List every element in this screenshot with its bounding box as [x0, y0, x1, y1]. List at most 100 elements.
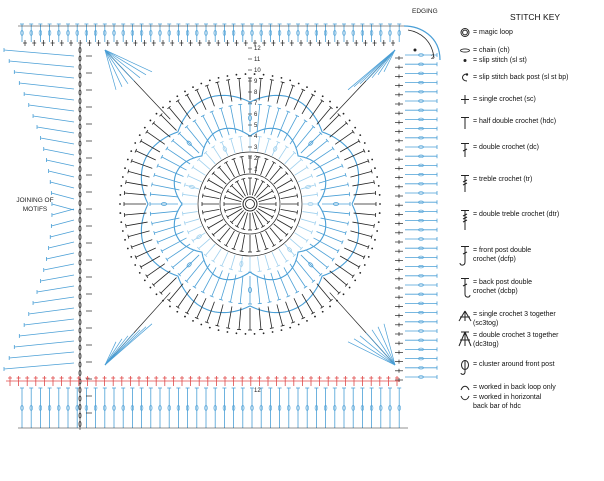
round-6-stitch [320, 217, 349, 224]
round-8-stitch-top [215, 81, 220, 84]
edging-corner: 2 [403, 25, 441, 61]
round-1-stitch [257, 208, 273, 218]
corner-fan [359, 335, 396, 366]
stitch [139, 23, 144, 42]
round-6-stitch [263, 105, 270, 134]
round-8-stitch-top [175, 99, 180, 103]
round-6-stitch-top [331, 257, 335, 262]
cluster [305, 184, 311, 189]
stitch [405, 126, 438, 131]
round-8-stitch [206, 85, 215, 107]
round-6-stitch-top [267, 301, 272, 303]
stitch [405, 80, 438, 85]
round-5-stitch-top [191, 238, 195, 243]
round-3-stitch-top [207, 178, 210, 182]
round-6-stitch-top [311, 125, 316, 129]
round-5-stitch-top [257, 270, 262, 272]
stitch [47, 387, 52, 428]
ring-dot [314, 90, 316, 93]
round-6-stitch [220, 272, 230, 300]
round-3-stitch-top [231, 248, 236, 251]
round-8-stitch [309, 100, 323, 120]
round-8-stitch [347, 160, 369, 169]
right-edging-column [395, 53, 438, 382]
stitch [405, 71, 438, 76]
round-6-stitch [194, 120, 211, 145]
round-8-stitch-top [357, 139, 361, 143]
round-8-stitch [344, 150, 365, 161]
front-post-double-crochet-icon [459, 246, 469, 266]
round-8-stitch [177, 100, 191, 120]
ring-dot [192, 319, 194, 322]
chain-stitch [78, 98, 82, 104]
cluster [308, 262, 314, 268]
chain-stitch [78, 64, 82, 70]
round-8-stitch [353, 212, 376, 216]
chain-stitch [78, 89, 82, 96]
round-6-stitch [305, 140, 328, 159]
round-6-stitch-top [192, 285, 197, 289]
stitch [250, 23, 254, 42]
stitch [314, 387, 319, 428]
key-label: = front post double crochet (dcfp) [473, 247, 532, 263]
round-8-stitch [125, 181, 148, 187]
round-3-stitch-top [217, 165, 221, 169]
key-label: = slip stitch back post (sl st bp) [473, 74, 569, 81]
stitch [231, 387, 236, 428]
round-8-stitch-top [301, 88, 306, 92]
stitch [185, 387, 190, 428]
round-8-stitch [227, 306, 233, 329]
round-6-stitch-top [151, 221, 153, 226]
round-5-stitch-top [183, 221, 186, 226]
stitch [185, 23, 190, 42]
stitch [268, 387, 273, 428]
round-6-stitch [321, 193, 350, 198]
ring-dot [321, 95, 324, 98]
round-8-stitch-top [139, 139, 143, 143]
round-6-stitch-top [319, 273, 323, 277]
round-6-stitch-top [228, 105, 233, 107]
stitch [56, 23, 61, 42]
corner-fan [353, 338, 396, 366]
round-8-stitch [276, 304, 283, 326]
round-number: 9 [254, 79, 258, 85]
ring-dot [262, 73, 265, 76]
round-8-stitch-top [151, 121, 156, 125]
stitch [222, 23, 227, 42]
left-stitch [19, 329, 75, 337]
stitch [405, 172, 438, 177]
chain-stitch [78, 395, 82, 402]
round-5-stitch [257, 256, 261, 272]
cluster [272, 146, 278, 152]
round-8-stitch-top [185, 311, 189, 315]
round-8-stitch [186, 293, 199, 314]
ring-dot [169, 305, 171, 308]
stitch [388, 23, 392, 42]
round-8-stitch [196, 298, 207, 319]
round-8-stitch-top [370, 169, 373, 174]
round-6-stitch-top [218, 107, 224, 110]
stitch [204, 387, 208, 428]
round-6-stitch-top [228, 301, 233, 303]
round-6-stitch-top [192, 119, 197, 123]
round-8-stitch [352, 181, 375, 187]
stitch [305, 23, 310, 42]
ring-dot [377, 185, 380, 187]
key-label: = worked in horizontal back bar of hdc [473, 394, 542, 410]
stitch [405, 329, 438, 333]
round-5-stitch-top [276, 140, 281, 144]
ring-dot [371, 158, 374, 161]
round-6-stitch-top [347, 221, 349, 226]
ring-dot [354, 279, 357, 282]
round-6-stitch [277, 111, 289, 138]
round-8-stitch [329, 270, 347, 286]
stitch [29, 387, 34, 428]
round-5-stitch [264, 254, 270, 270]
round-8-stitch-top [134, 255, 138, 260]
ring-dot [244, 73, 247, 75]
round-6-stitch [172, 140, 195, 159]
round-5-stitch [294, 232, 308, 242]
round-6-stitch [150, 193, 179, 198]
round-3-stitch [280, 195, 298, 200]
